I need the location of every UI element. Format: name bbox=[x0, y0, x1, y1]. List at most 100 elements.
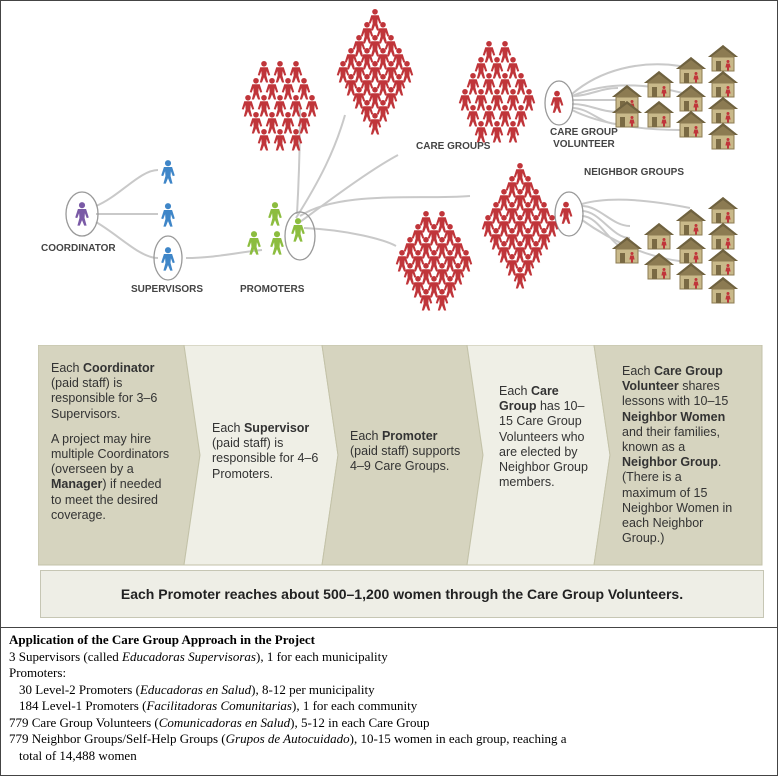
person-icon bbox=[513, 240, 527, 263]
connector-line bbox=[299, 195, 471, 217]
connector-line bbox=[95, 169, 159, 207]
step-text-promoter: Each Promoter (paid staff) supports 4–9 … bbox=[350, 429, 464, 475]
person-icon bbox=[443, 275, 457, 298]
person-icon bbox=[443, 249, 457, 272]
connector-line bbox=[581, 205, 631, 227]
person-icon bbox=[521, 201, 535, 224]
connector-line bbox=[581, 198, 691, 209]
person-icon bbox=[360, 99, 374, 122]
person-icon bbox=[368, 60, 382, 83]
highlight-ring bbox=[284, 211, 316, 261]
person-icon bbox=[505, 253, 519, 276]
promoters-label: PROMOTERS bbox=[240, 284, 305, 295]
hut-icon bbox=[643, 222, 675, 250]
hut-icon bbox=[707, 70, 739, 98]
person-icon bbox=[403, 236, 417, 259]
flow-step-care-group-volunteer bbox=[593, 345, 763, 566]
person-icon bbox=[505, 175, 519, 198]
person-icon bbox=[489, 201, 503, 224]
person-icon bbox=[257, 60, 271, 83]
person-icon bbox=[498, 104, 512, 127]
person-icon bbox=[451, 236, 465, 259]
application-line: 779 Care Group Volunteers (Comunicadoras… bbox=[9, 714, 430, 730]
person-icon bbox=[291, 218, 305, 242]
person-icon bbox=[427, 275, 441, 298]
person-icon bbox=[392, 47, 406, 70]
person-icon bbox=[482, 104, 496, 127]
person-icon bbox=[474, 88, 488, 111]
person-icon bbox=[392, 73, 406, 96]
person-icon bbox=[489, 227, 503, 250]
highlight-ring bbox=[65, 191, 99, 237]
person-icon bbox=[559, 201, 573, 224]
person-icon bbox=[273, 60, 287, 83]
person-icon bbox=[419, 288, 433, 311]
step-text-supervisor-p1: Each Supervisor (paid staff) is responsi… bbox=[212, 421, 319, 481]
person-icon bbox=[490, 120, 504, 143]
hut-icon bbox=[675, 236, 707, 264]
person-icon bbox=[352, 34, 366, 57]
connector-line bbox=[299, 154, 399, 223]
person-icon bbox=[352, 60, 366, 83]
application-line: total of 14,488 women bbox=[19, 747, 137, 763]
person-icon bbox=[498, 72, 512, 95]
connector-line bbox=[571, 63, 681, 95]
connector-line bbox=[296, 107, 301, 215]
person-icon bbox=[161, 203, 175, 227]
person-icon bbox=[521, 253, 535, 276]
person-icon bbox=[344, 47, 358, 70]
person-icon bbox=[427, 249, 441, 272]
person-icon bbox=[435, 236, 449, 259]
step-text-coordinator-p1: Each Coordinator (paid staff) is respons… bbox=[51, 361, 158, 421]
hut-icon bbox=[707, 222, 739, 250]
application-line: 30 Level-2 Promoters (Educadoras en Salu… bbox=[19, 681, 375, 697]
hut-icon bbox=[707, 276, 739, 304]
hut-icon bbox=[675, 110, 707, 138]
care-groups-label: CARE GROUPS bbox=[416, 141, 491, 152]
person-icon bbox=[482, 40, 496, 63]
person-icon bbox=[513, 162, 527, 185]
person-icon bbox=[360, 21, 374, 44]
care-group-structure-diagram bbox=[65, 8, 739, 311]
person-icon bbox=[395, 249, 409, 272]
step-text-coordinator-p2: A project may hire multiple Coordinators… bbox=[51, 431, 170, 522]
person-icon bbox=[419, 210, 433, 233]
person-icon bbox=[506, 56, 520, 79]
application-title: Application of the Care Group Approach i… bbox=[9, 632, 315, 647]
person-icon bbox=[289, 60, 303, 83]
person-icon bbox=[384, 60, 398, 83]
person-icon bbox=[521, 175, 535, 198]
person-icon bbox=[443, 223, 457, 246]
connector-line bbox=[303, 227, 397, 247]
hut-icon bbox=[707, 122, 739, 150]
application-line: Promoters: bbox=[9, 665, 67, 680]
highlight-ring bbox=[554, 191, 584, 237]
person-icon bbox=[411, 223, 425, 246]
hut-icon bbox=[707, 196, 739, 224]
hut-icon bbox=[643, 100, 675, 128]
application-line: 3 Supervisors (called Educadoras Supervi… bbox=[9, 648, 388, 664]
person-icon bbox=[435, 262, 449, 285]
person-icon bbox=[537, 227, 551, 250]
person-icon bbox=[514, 72, 528, 95]
person-icon bbox=[490, 56, 504, 79]
step-text-care-group-p1: Each Care Group has 10–15 Care Group Vol… bbox=[499, 384, 588, 490]
application-line: 184 Level-1 Promoters (Facilitadoras Com… bbox=[19, 698, 418, 713]
person-icon bbox=[505, 227, 519, 250]
person-icon bbox=[451, 262, 465, 285]
application-section: Application of the Care Group Approach i… bbox=[9, 632, 769, 764]
hut-icon bbox=[675, 208, 707, 236]
person-icon bbox=[458, 88, 472, 111]
step-text-care-group-volunteer: Each Care Group Volunteer shares lessons… bbox=[622, 364, 736, 546]
person-icon bbox=[474, 56, 488, 79]
connector-line bbox=[295, 114, 346, 219]
person-icon bbox=[376, 21, 390, 44]
person-icon bbox=[419, 262, 433, 285]
person-icon bbox=[368, 8, 382, 31]
divider bbox=[0, 627, 778, 628]
person-icon bbox=[435, 288, 449, 311]
responsibility-chevron-flow bbox=[38, 345, 763, 566]
hut-icon bbox=[675, 56, 707, 84]
summary-bar: Each Promoter reaches about 500–1,200 wo… bbox=[40, 570, 764, 618]
person-icon bbox=[537, 201, 551, 224]
